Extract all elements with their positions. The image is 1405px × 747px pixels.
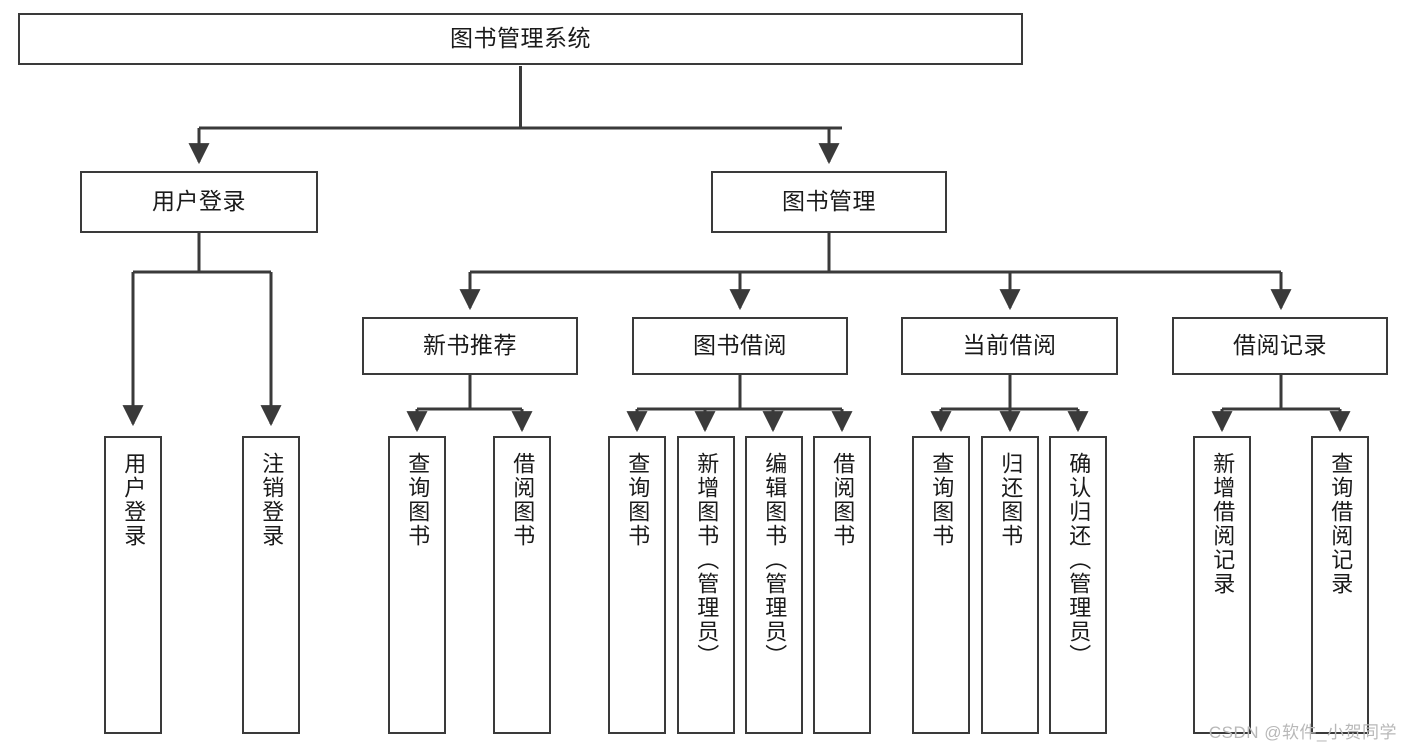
node-leaf-add-record-label: 新增借阅记录 [1210, 452, 1236, 596]
node-leaf-add-book-label: 新增图书（管理员） [694, 452, 720, 668]
node-leaf-borrow-book-2[interactable]: 借阅图书 [813, 436, 871, 734]
node-leaf-confirm-return[interactable]: 确认归还（管理员） [1049, 436, 1107, 734]
node-book-manage-label: 图书管理 [782, 188, 876, 215]
node-current-borrow-label: 当前借阅 [962, 332, 1057, 359]
node-leaf-user-logout[interactable]: 注销登录 [242, 436, 300, 734]
node-leaf-query-book-2[interactable]: 查询图书 [608, 436, 666, 734]
node-new-book-recommend[interactable]: 新书推荐 [362, 317, 578, 375]
node-borrow-record-label: 借阅记录 [1233, 332, 1327, 359]
node-leaf-add-record[interactable]: 新增借阅记录 [1193, 436, 1251, 734]
node-leaf-query-book-1-label: 查询图书 [405, 452, 431, 548]
node-root-label: 图书管理系统 [450, 25, 591, 52]
node-leaf-user-login-label: 用户登录 [121, 452, 147, 548]
node-book-manage[interactable]: 图书管理 [711, 171, 947, 233]
node-book-borrow[interactable]: 图书借阅 [632, 317, 848, 375]
node-leaf-query-book-3[interactable]: 查询图书 [912, 436, 970, 734]
node-leaf-query-book-3-label: 查询图书 [929, 452, 955, 548]
node-leaf-query-record[interactable]: 查询借阅记录 [1311, 436, 1369, 734]
node-leaf-edit-book[interactable]: 编辑图书（管理员） [745, 436, 803, 734]
node-leaf-borrow-book-2-label: 借阅图书 [830, 452, 856, 548]
node-user-login-label: 用户登录 [152, 188, 246, 215]
node-leaf-return-book-label: 归还图书 [998, 452, 1024, 548]
node-leaf-borrow-book-1[interactable]: 借阅图书 [493, 436, 551, 734]
node-leaf-query-book-2-label: 查询图书 [625, 452, 651, 548]
node-leaf-user-login[interactable]: 用户登录 [104, 436, 162, 734]
node-user-login[interactable]: 用户登录 [80, 171, 318, 233]
node-leaf-query-record-label: 查询借阅记录 [1328, 452, 1354, 596]
node-book-borrow-label: 图书借阅 [693, 332, 787, 359]
node-leaf-return-book[interactable]: 归还图书 [981, 436, 1039, 734]
node-current-borrow[interactable]: 当前借阅 [901, 317, 1118, 375]
node-new-book-recommend-label: 新书推荐 [423, 332, 517, 359]
node-borrow-record[interactable]: 借阅记录 [1172, 317, 1388, 375]
node-leaf-edit-book-label: 编辑图书（管理员） [762, 452, 788, 668]
node-leaf-add-book[interactable]: 新增图书（管理员） [677, 436, 735, 734]
node-leaf-confirm-return-label: 确认归还（管理员） [1066, 452, 1092, 668]
node-leaf-user-logout-label: 注销登录 [259, 452, 285, 548]
csdn-watermark: CSDN @软件_小贺同学 [1208, 723, 1397, 742]
node-root[interactable]: 图书管理系统 [18, 13, 1023, 65]
node-leaf-borrow-book-1-label: 借阅图书 [510, 452, 536, 548]
node-leaf-query-book-1[interactable]: 查询图书 [388, 436, 446, 734]
